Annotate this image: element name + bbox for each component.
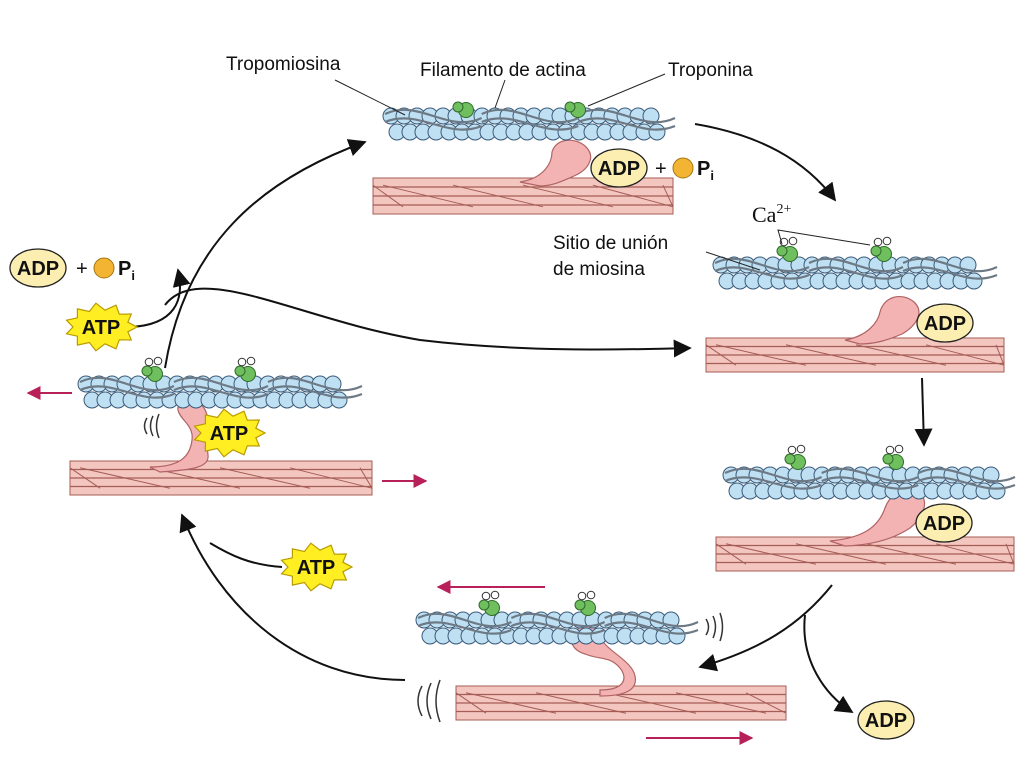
actin-filament-label: Filamento de actina (420, 60, 586, 81)
atp-badge-hydrolysis: ATP (65, 302, 139, 352)
calcium-leader (777, 229, 871, 246)
structure-labels: Tropomiosina Filamento de actina Troponi… (226, 54, 871, 280)
arrow-bottom-to-left (179, 513, 406, 681)
thick-filament (69, 460, 373, 496)
troponin-complex (574, 590, 596, 616)
calcium-ion (490, 590, 500, 600)
thin-filament (712, 256, 998, 290)
calcium-ion (894, 444, 904, 454)
phosphate-label: Pi (118, 258, 135, 283)
thin-filament (722, 466, 1016, 500)
calcium-ion (796, 444, 806, 454)
vibration-marks (143, 413, 724, 723)
thin-filament (415, 611, 699, 645)
tropomyosin-strand (724, 467, 1016, 490)
troponin-complex (882, 444, 904, 470)
tropomyosin-strand (714, 257, 998, 280)
myosin-head (519, 139, 592, 187)
phosphate-group-hydrolysis: + Pi (76, 257, 135, 283)
calcium-ion (246, 356, 256, 366)
arrow-right-down (914, 377, 933, 447)
adp-label: ADP (17, 258, 59, 280)
troponin-complex (141, 356, 163, 382)
adp-label: ADP (923, 513, 965, 535)
atp-label: ATP (210, 423, 249, 445)
phosphate-label: Pi (697, 158, 714, 183)
adp-label: ADP (924, 313, 966, 335)
troponin-complex (776, 236, 798, 262)
calcium-ion (788, 236, 798, 246)
tropomyosin-strand (79, 376, 363, 399)
calcium-label: Ca2+ (752, 202, 791, 227)
arrow-left-to-right (164, 287, 692, 358)
arrow-hydrolysis-products (129, 268, 191, 328)
binding-site-label-line2: de miosina (553, 259, 645, 280)
troponin-complex (234, 356, 256, 382)
atp-badge-bound: ATP (193, 408, 267, 458)
adp-badge-top: ADP (590, 148, 648, 188)
stage-bottom-power-stroke (415, 590, 787, 721)
calcium-ion (873, 237, 883, 247)
adp-label: ADP (865, 710, 907, 732)
binding-site-label-line1: Sitio de unión (553, 233, 668, 254)
adp-badge-right-top: ADP (916, 303, 974, 343)
motion-arrows (26, 386, 754, 745)
thick-filament (372, 177, 674, 215)
adp-badge-released: ADP (857, 700, 915, 740)
tropomyosin-strand (384, 108, 676, 131)
arrow-right-to-bottom (698, 584, 833, 672)
arrow-top-to-right (694, 123, 837, 202)
calcium-ion (787, 445, 797, 455)
adp-badge-right-bottom: ADP (915, 503, 973, 543)
troponin-complex (478, 590, 500, 616)
atp-badge-incoming: ATP (280, 542, 354, 592)
calcium-ion (577, 591, 587, 601)
binding-site-leader (705, 251, 761, 271)
troponin-complex (870, 236, 892, 262)
troponin-complex (452, 101, 474, 118)
calcium-ion (481, 591, 491, 601)
thick-filament (705, 337, 1005, 373)
troponin-complex (564, 101, 586, 118)
calcium-ion (885, 445, 895, 455)
arrow-left-to-top (164, 139, 367, 369)
calcium-ion (882, 236, 892, 246)
phosphate-icon (93, 257, 115, 279)
tropomyosin-leader (334, 79, 406, 116)
phosphate-icon (672, 157, 694, 179)
tropomyosin-strand (417, 612, 699, 635)
stage-right-calcium-binding (705, 236, 1005, 373)
plus-sign: + (655, 158, 667, 180)
arrow-release-adp (803, 614, 854, 713)
arrow-atp-binding (209, 542, 283, 568)
calcium-ion (586, 590, 596, 600)
plus-sign: + (76, 258, 88, 280)
adp-label: ADP (598, 158, 640, 180)
cycle-stages (69, 101, 1016, 721)
phosphate-group-top: + Pi (655, 157, 714, 183)
actin-filament-leader (494, 79, 506, 109)
calcium-ion (144, 357, 154, 367)
adp-badge-hydrolysis: ADP (9, 248, 67, 288)
atp-label: ATP (82, 317, 121, 339)
troponin-leader (587, 73, 666, 107)
calcium-ion (153, 356, 163, 366)
thin-filament (382, 107, 676, 141)
atp-label: ATP (297, 557, 336, 579)
stage-top-cocked (372, 101, 676, 215)
cycle-arrows (129, 123, 933, 713)
stage-left-detached (69, 356, 373, 496)
troponin-label: Troponina (668, 60, 753, 81)
stage-right-attached (715, 444, 1016, 572)
calcium-ion (237, 357, 247, 367)
tropomyosin-label: Tropomiosina (226, 54, 341, 75)
troponin-complex (784, 444, 806, 470)
myosin-head (844, 295, 920, 345)
thin-filament (77, 375, 363, 409)
